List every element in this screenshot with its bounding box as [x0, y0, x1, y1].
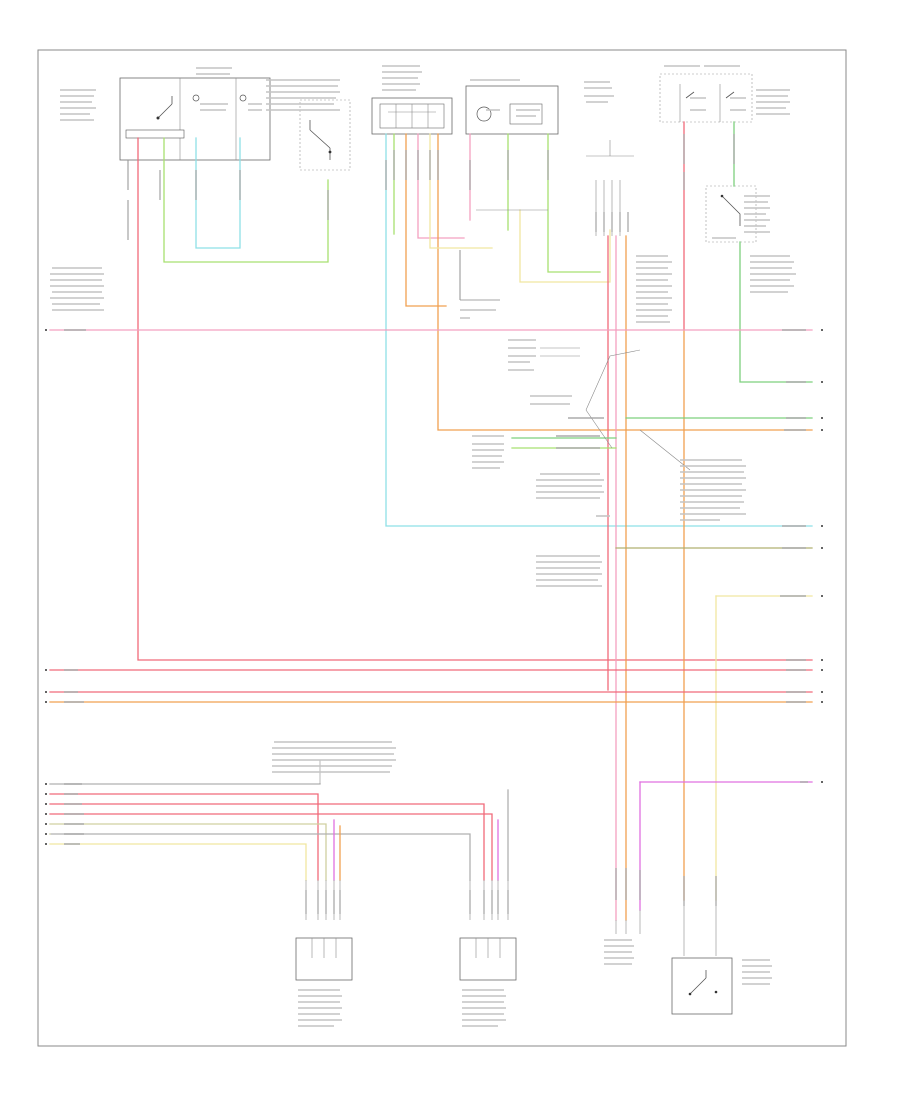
illegible-text-blocks: [50, 65, 796, 1027]
ground-symbol-top: [586, 140, 634, 157]
right-edge-terminals: [821, 329, 823, 783]
wires-module: [385, 133, 813, 527]
brake-switch: [299, 99, 351, 171]
vertical-wire-tags: [127, 134, 735, 914]
connector-cluster-center: [595, 180, 627, 921]
diagram-frame: [37, 49, 847, 1047]
annotation-leaders: [540, 347, 691, 471]
power-distribution-box-right: [659, 73, 753, 123]
fuel-sender-module: [465, 85, 559, 135]
relay-right: [705, 185, 757, 243]
wires-top-left: [137, 137, 813, 661]
bottom-right-switch: [671, 900, 733, 1015]
bottom-connector-center: [615, 910, 641, 934]
horizontal-buses: [49, 329, 813, 911]
bottom-left-buses: [49, 760, 509, 881]
power-distribution-box-left: [119, 77, 271, 161]
instrument-cluster-module: [371, 97, 453, 135]
left-edge-terminals: [45, 329, 47, 845]
wire-tags: [64, 329, 808, 845]
wires-right-junction: [683, 121, 813, 901]
bottom-sensor-left: [295, 880, 353, 981]
